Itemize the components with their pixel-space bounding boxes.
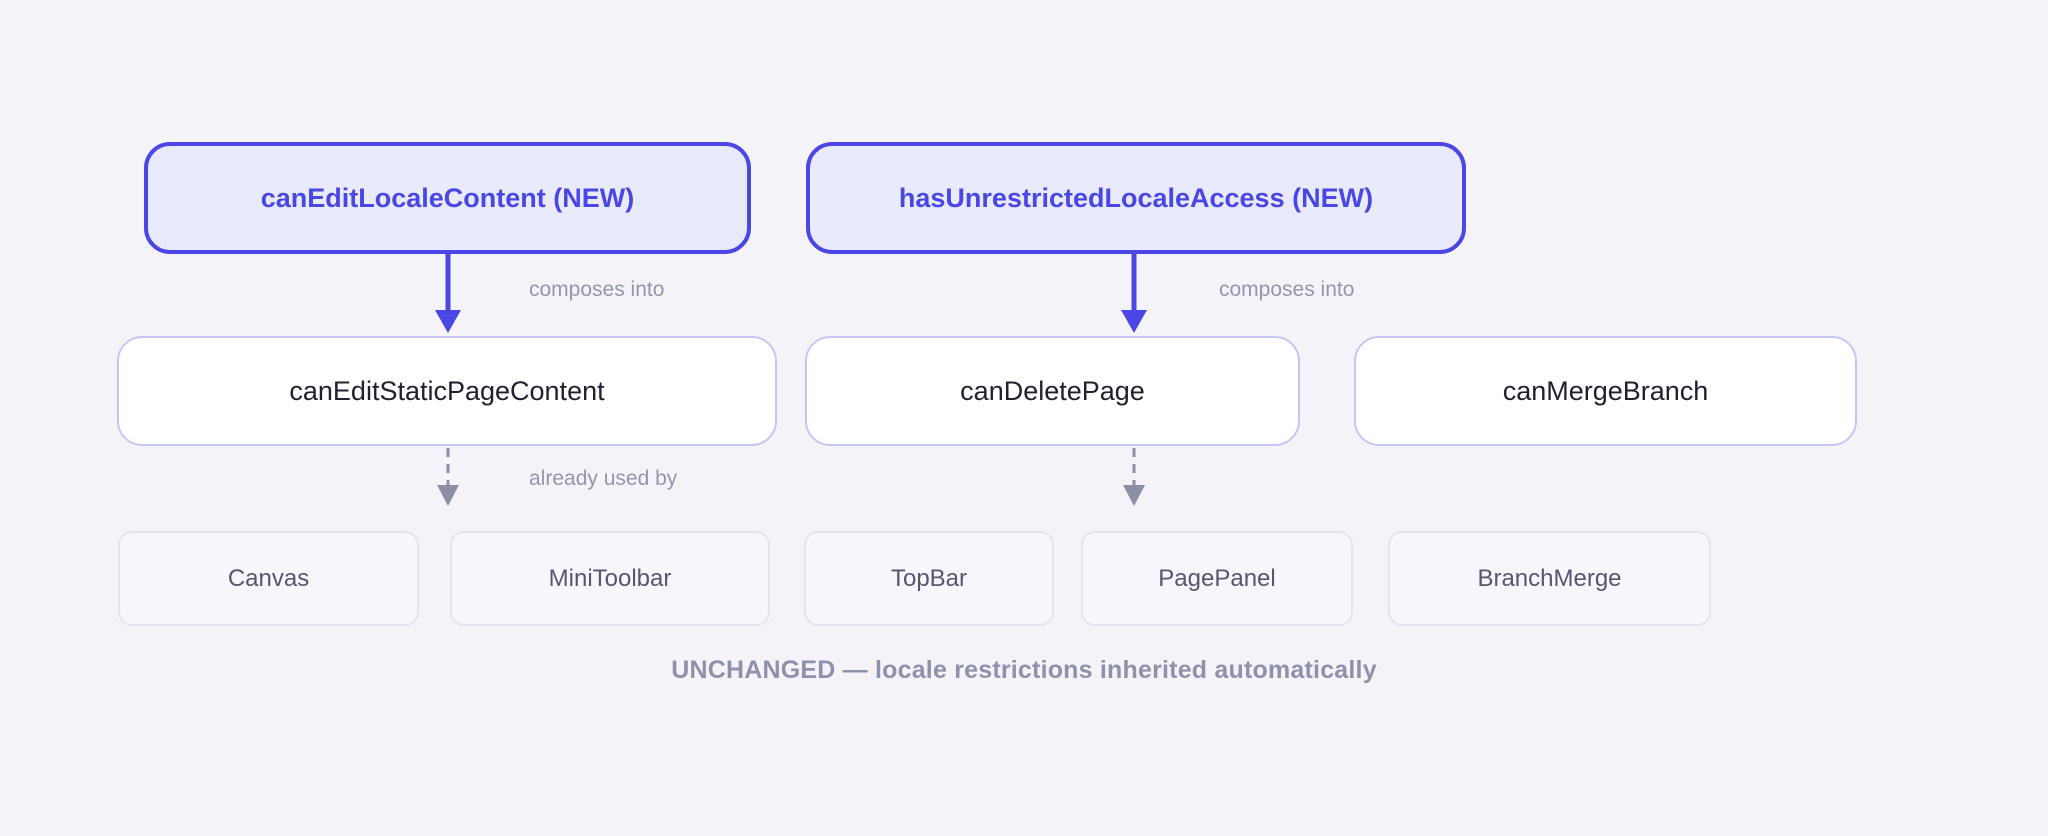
node-page-panel: PagePanel <box>1081 531 1353 626</box>
node-canvas: Canvas <box>118 531 419 626</box>
node-label: canEditStaticPageContent <box>289 375 605 406</box>
node-label: Canvas <box>227 564 310 592</box>
node-label: canMergeBranch <box>1502 375 1709 406</box>
node-mini-toolbar: MiniToolbar <box>450 531 770 626</box>
node-label: canEditLocaleContent (NEW) <box>260 182 635 213</box>
node-label: hasUnrestrictedLocaleAccess (NEW) <box>898 182 1374 213</box>
node-can-edit-static-page-content: canEditStaticPageContent <box>117 336 777 446</box>
used-by-arrow-1 <box>437 448 459 506</box>
node-can-delete-page: canDeletePage <box>805 336 1300 446</box>
node-has-unrestricted-locale-access: hasUnrestrictedLocaleAccess (NEW) <box>806 142 1466 254</box>
unchanged-caption: UNCHANGED — locale restrictions inherite… <box>671 656 1377 684</box>
node-label: canDeletePage <box>960 375 1145 406</box>
node-label: BranchMerge <box>1477 564 1622 592</box>
node-can-merge-branch: canMergeBranch <box>1354 336 1857 446</box>
already-used-by-label: already used by <box>529 467 678 490</box>
node-label: PagePanel <box>1158 564 1276 592</box>
node-branch-merge: BranchMerge <box>1388 531 1711 626</box>
node-label: TopBar <box>890 564 968 592</box>
node-can-edit-locale-content: canEditLocaleContent (NEW) <box>144 142 751 254</box>
composes-into-label-1: composes into <box>529 278 665 301</box>
node-label: MiniToolbar <box>548 564 672 592</box>
composes-into-arrow-1 <box>435 252 461 333</box>
used-by-arrow-2 <box>1123 448 1145 506</box>
composes-into-label-2: composes into <box>1219 278 1355 301</box>
node-top-bar: TopBar <box>804 531 1054 626</box>
composes-into-arrow-2 <box>1121 252 1147 333</box>
